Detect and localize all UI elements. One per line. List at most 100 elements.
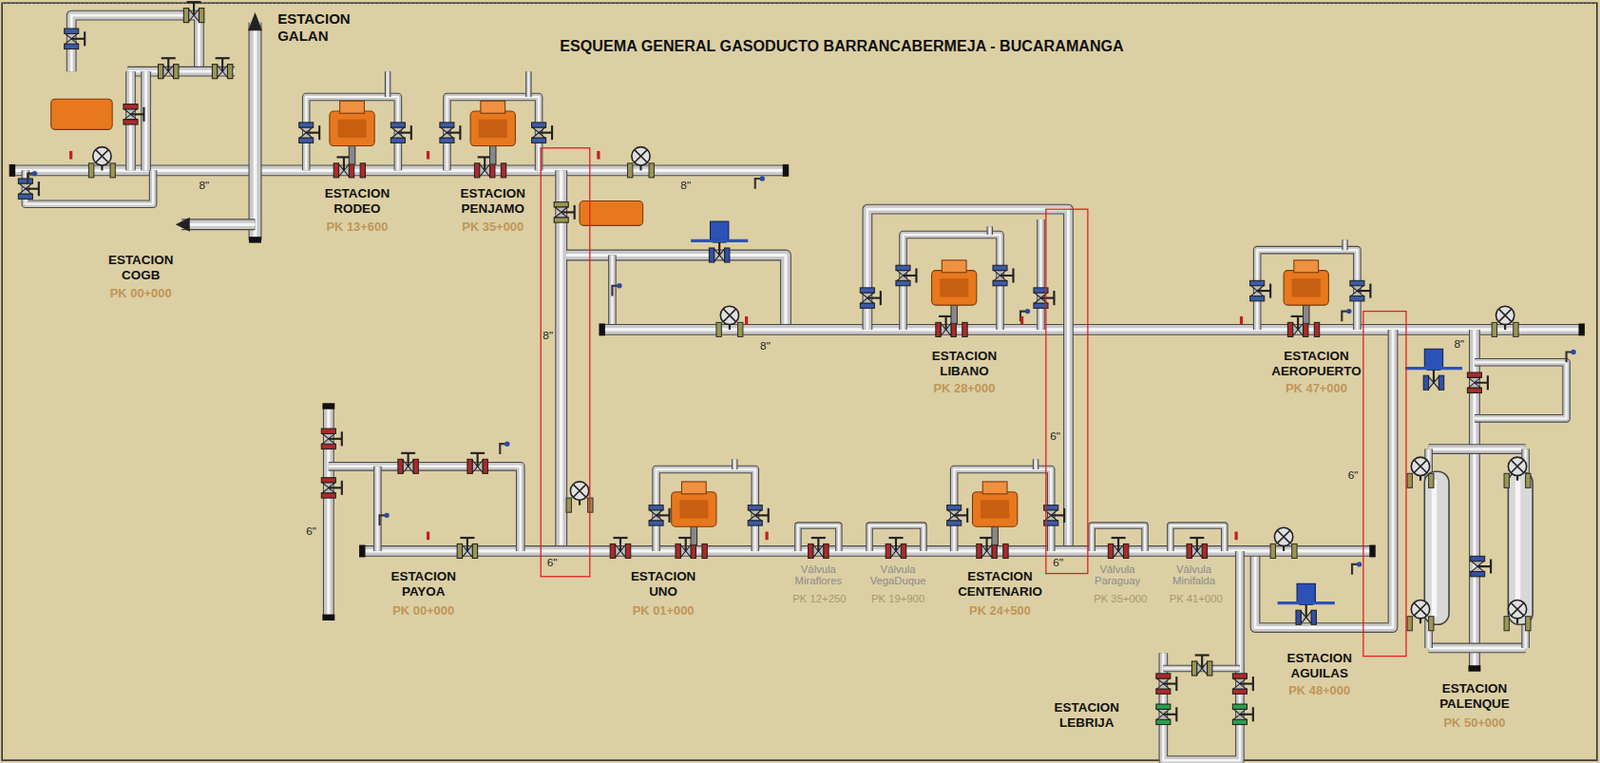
valve-flange — [1287, 322, 1293, 337]
handwheel-spokes — [1414, 603, 1428, 616]
highlight-box — [540, 148, 591, 577]
gate-valve — [398, 453, 419, 474]
valve-stem — [130, 113, 144, 115]
regulator-top — [681, 481, 706, 495]
valve-handle — [1052, 290, 1055, 305]
pipe-highlight — [867, 209, 1069, 552]
gate-valve — [708, 242, 729, 263]
valve-flange — [716, 322, 722, 337]
valve-stem — [1474, 381, 1488, 384]
valve-flange — [808, 543, 814, 558]
regulator-top — [982, 481, 1008, 495]
valve-flange — [1186, 543, 1192, 558]
kilometer-post: PK 48+000 — [1288, 684, 1351, 699]
actuator-stem — [348, 146, 355, 165]
kilometer-post: PK 00+000 — [110, 285, 172, 301]
pipe-body — [1170, 525, 1225, 552]
valve-stem — [476, 453, 479, 467]
valve-stem — [1432, 369, 1435, 383]
valve-stem — [895, 537, 897, 552]
regulator-face — [1292, 278, 1321, 297]
regulator-flange — [1003, 543, 1009, 558]
valve-stem — [328, 486, 343, 489]
kilometer-post: PK 35+000 — [461, 219, 524, 234]
valve-flange — [1232, 673, 1247, 679]
vent-tip — [383, 513, 389, 518]
pipe-outline — [248, 22, 263, 241]
filter-vessel — [1507, 471, 1533, 625]
pipe-highlight — [1474, 361, 1567, 419]
valve-flange — [1423, 375, 1429, 390]
handwheel-spokes — [723, 308, 736, 322]
pipe-outline — [1162, 551, 1240, 761]
valve-flange — [625, 543, 630, 558]
valve-handle — [161, 57, 176, 59]
valve-flange — [747, 505, 762, 511]
pipe-highlight — [1257, 249, 1357, 330]
valve-flange — [123, 119, 138, 125]
station-name: ESTACION COGB — [108, 252, 173, 284]
kilometer-post: PK 47+000 — [1285, 381, 1348, 397]
valve-stem — [867, 297, 881, 300]
pipe-outline — [71, 15, 199, 72]
vent-tip — [760, 175, 765, 181]
valve-flange — [895, 265, 911, 270]
handwheel — [631, 147, 650, 166]
valve-flange — [472, 543, 477, 558]
pipe-highlight — [566, 255, 786, 330]
gate-valve — [992, 265, 1013, 286]
valve-flange — [211, 64, 217, 79]
valve-stem — [1040, 297, 1054, 300]
arrow-head — [175, 217, 191, 232]
pipe-outline — [869, 525, 924, 552]
valve-flange — [532, 122, 547, 128]
valve-name: Válvula Paraguay — [1094, 562, 1141, 589]
kilometer-post: PK 50+000 — [1443, 715, 1505, 730]
pipe-outline — [731, 458, 738, 470]
gate-valve — [390, 122, 411, 143]
valve-flange — [18, 178, 33, 184]
vent-tip — [1346, 308, 1352, 314]
valve-flange — [947, 520, 962, 526]
pipe-outline — [867, 209, 1069, 552]
valve-flange — [553, 202, 569, 208]
pipe-body — [385, 71, 390, 97]
valve-flange — [1311, 609, 1316, 625]
valve-flange — [198, 8, 204, 23]
gate-valve — [648, 505, 669, 526]
gate-valve — [1156, 704, 1177, 724]
valve-flange — [859, 303, 875, 308]
valve-handle — [1369, 284, 1372, 299]
pipe-highlight — [1170, 525, 1225, 552]
valve-flange — [490, 163, 496, 178]
valve-flange — [1525, 473, 1531, 488]
pipe-outline — [1091, 525, 1145, 552]
pipe-highlight — [1034, 458, 1036, 470]
valve-handle — [142, 107, 145, 122]
handwheel-spokes — [1414, 459, 1428, 473]
valve-handle — [318, 125, 321, 140]
valve-flange — [390, 122, 405, 128]
valve-stem — [619, 537, 622, 552]
valve-flange — [1407, 616, 1412, 631]
valve-flange — [1292, 543, 1297, 558]
valve-stem — [656, 514, 670, 516]
valve-flange — [183, 8, 189, 23]
highlight-box — [1363, 311, 1407, 657]
pipe-cap — [359, 545, 365, 558]
valve-flange — [1491, 322, 1497, 337]
valve-flange — [895, 280, 911, 286]
gate-valve — [183, 1, 204, 22]
valve-stem — [305, 132, 320, 134]
pipe-body — [249, 22, 262, 241]
gate-valve — [1470, 555, 1491, 576]
valve-handle — [459, 536, 475, 539]
pipe-highlight — [602, 327, 1582, 331]
valve-flange — [1295, 609, 1301, 625]
valve-flange — [976, 543, 982, 558]
pipe-body — [181, 219, 255, 229]
pipe-outline — [181, 218, 255, 230]
valve-stem — [718, 242, 721, 256]
pipe-body — [1033, 458, 1038, 470]
valve-flange — [321, 477, 336, 483]
